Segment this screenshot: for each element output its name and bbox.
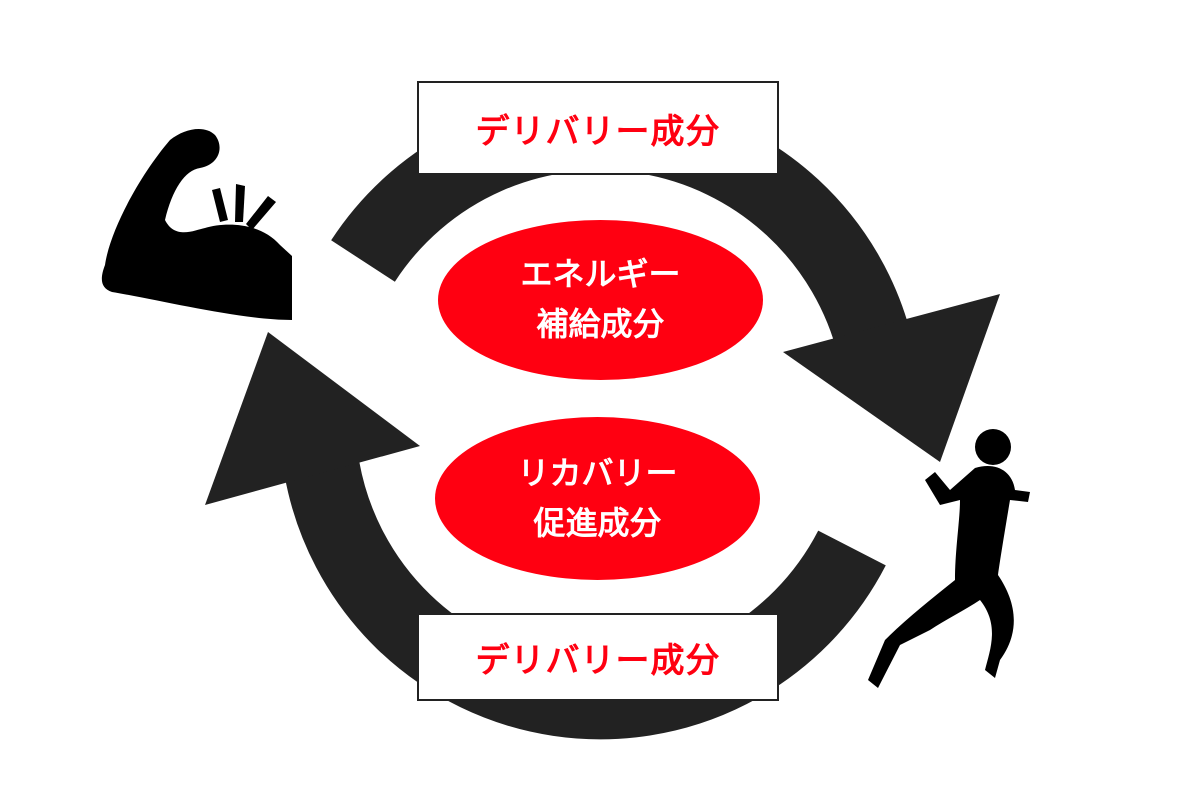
flexed-arm-icon bbox=[101, 128, 292, 320]
delivery-label-top: デリバリー成分 bbox=[417, 81, 779, 175]
energy-supply-oval: エネルギー 補給成分 bbox=[438, 220, 763, 380]
oval-top-line2: 補給成分 bbox=[536, 305, 665, 343]
oval-bottom-line1: リカバリー bbox=[517, 453, 678, 492]
runner-icon bbox=[868, 429, 1030, 688]
oval-bottom-line2: 促進成分 bbox=[533, 503, 662, 542]
oval-top-line1: エネルギー bbox=[520, 255, 681, 294]
arrowhead-right bbox=[783, 294, 1000, 462]
arrowhead-left bbox=[205, 332, 420, 505]
delivery-label-bottom: デリバリー成分 bbox=[417, 613, 779, 701]
recovery-oval: リカバリー 促進成分 bbox=[435, 417, 760, 580]
